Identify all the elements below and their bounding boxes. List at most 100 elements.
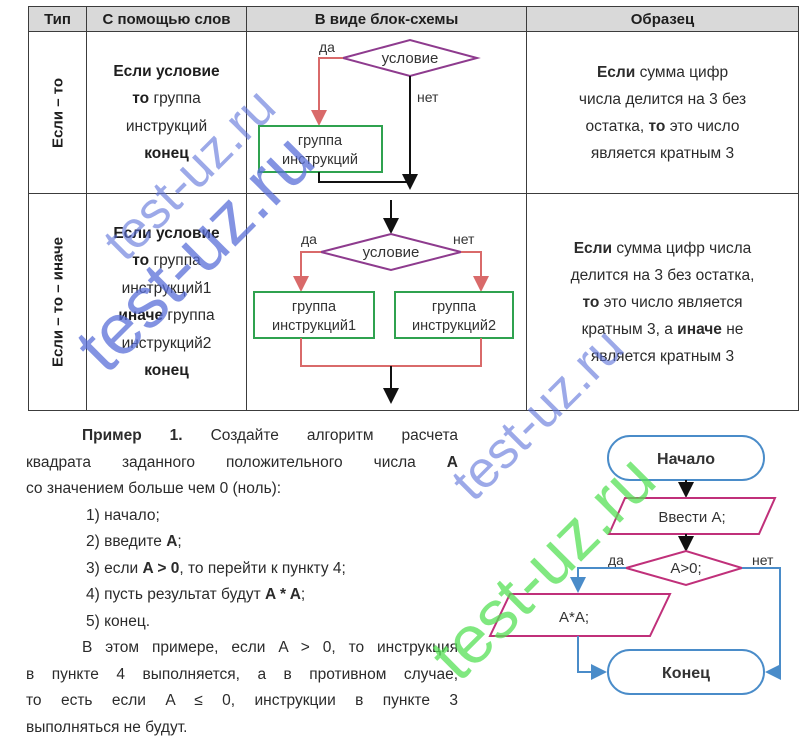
text-line: инструкций1	[87, 275, 246, 303]
bold-text: A > 0	[142, 559, 180, 577]
merge-line	[318, 172, 410, 184]
text-run: инструкций2	[121, 334, 212, 352]
block1-line-2: инструкций1	[272, 318, 356, 334]
bold-text: то	[582, 293, 600, 311]
example-flowchart: Начало Ввести A; A>0; да нет A*A; Конец	[488, 435, 781, 695]
arrow-output-end	[577, 636, 607, 680]
yes-label: да	[301, 231, 317, 247]
text-line: Если сумма цифр	[533, 59, 792, 86]
condition-diamond	[339, 39, 481, 78]
paragraph-line: выполняться не будут.	[26, 715, 458, 742]
text-line: остатка, то это число	[533, 113, 792, 140]
bold-text: Пример 1.	[82, 427, 183, 444]
text-line: числа делится на 3 без	[533, 86, 792, 113]
row2-type-cell: Если – то – иначе	[28, 193, 87, 411]
yes-arrow	[311, 57, 343, 127]
merge-line	[300, 338, 482, 368]
header-diagram: В виде блок-схемы	[246, 5, 527, 33]
text-run: является кратным 3	[590, 347, 735, 365]
text-line: 1) начало;	[86, 503, 458, 530]
if-then-else-flowchart: условие да нет группа инструкций1 группа…	[253, 200, 514, 405]
text-run: не	[721, 320, 744, 338]
bold-text: A * A	[265, 586, 301, 603]
text-run: группа	[149, 90, 201, 108]
output-label: A*A;	[559, 609, 589, 626]
yes-arrow	[293, 251, 321, 293]
text-run: делится на 3 без остатка,	[570, 266, 755, 284]
row2-type: Если – то – иначе	[49, 237, 66, 368]
no-arrow	[461, 251, 489, 293]
text-line: является кратным 3	[533, 343, 792, 370]
text-run: это число является	[599, 293, 743, 311]
text-line: конец	[87, 357, 246, 385]
bold-text: то	[132, 252, 150, 270]
no-label: нет	[417, 89, 439, 105]
text-run: 2) введите	[86, 533, 167, 550]
text-line: Если сумма цифр числа	[533, 235, 792, 262]
text-line: делится на 3 без остатка,	[533, 262, 792, 289]
if-then-flowchart: условие да нет группа инструкций	[258, 39, 481, 191]
text-run: В этом примере, если A > 0, то инструкци…	[82, 639, 458, 656]
text-line: кратным 3, а иначе не	[533, 316, 792, 343]
text-run: группа	[163, 307, 215, 325]
bold-text: Если	[573, 239, 613, 257]
instruction-block-2	[394, 291, 514, 340]
no-label: нет	[752, 552, 774, 568]
block2-line-2: инструкций2	[412, 318, 496, 334]
row2-diagram-cell: условие да нет группа инструкций1 группа…	[246, 193, 527, 411]
text-run: , то перейти к пункту 4;	[179, 559, 346, 577]
row1-diagram-cell: условие да нет группа инструкций	[246, 31, 527, 195]
end-terminal	[607, 649, 765, 695]
text-line: 5) конец.	[86, 609, 458, 636]
input-label: Ввести A;	[658, 509, 725, 526]
paragraph-line: в пункте 4 выполняется, а в противном сл…	[26, 662, 458, 689]
bold-text: Если условие	[113, 62, 220, 80]
text-run: то есть если A ≤ 0, инструкции в пункте …	[26, 692, 458, 709]
text-line: 3) если A > 0, то перейти к пункту 4;	[86, 556, 458, 583]
instruction-block-1	[253, 291, 375, 340]
block1-line-1: группа	[292, 299, 337, 315]
example-steps: 1) начало;2) введите A;3) если A > 0, то…	[26, 503, 458, 636]
text-run: в пункте 4 выполняется, а в противном сл…	[26, 665, 458, 683]
text-run: со значением больше чем 0 (ноль):	[26, 480, 282, 497]
text-line: инструкций2	[87, 330, 246, 358]
bold-text: иначе	[118, 307, 164, 325]
text-run: выполняться не будут.	[26, 718, 188, 736]
text-run: сумма цифр	[635, 63, 729, 81]
block-line-1: группа	[298, 133, 343, 149]
text-line: Если условие	[87, 58, 246, 86]
text-line: 4) пусть результат будут A * A;	[86, 582, 458, 609]
block-line-2: инструкций	[282, 152, 358, 168]
row1-type-cell: Если – то	[28, 31, 87, 195]
instruction-block	[258, 125, 383, 174]
text-run: сумма цифр числа	[612, 239, 752, 257]
header-sample: Образец	[526, 5, 799, 33]
text-run: числа делится на 3 без	[578, 90, 747, 108]
paragraph-line: В этом примере, если A > 0, то инструкци…	[26, 635, 458, 662]
yes-label: да	[319, 39, 335, 55]
condition-label: A>0;	[670, 560, 701, 577]
header-words: С помощью слов	[86, 5, 247, 33]
yes-label: да	[608, 552, 624, 568]
paragraph-line: то есть если A ≤ 0, инструкции в пункте …	[26, 688, 458, 715]
text-line: инструкций	[87, 113, 246, 141]
bold-text: конец	[144, 362, 189, 380]
block2-line-1: группа	[432, 299, 477, 315]
bold-text: конец	[144, 145, 189, 163]
text-run: это число	[665, 117, 740, 135]
text-run: является кратным 3	[590, 144, 735, 162]
example-outro: В этом примере, если A > 0, то инструкци…	[26, 635, 458, 741]
text-run: группа	[149, 252, 201, 270]
bold-text: A	[446, 453, 458, 471]
text-run: остатка,	[585, 117, 649, 135]
table-header-row: Тип С помощью слов В виде блок-схемы Обр…	[28, 5, 799, 33]
text-run: 4) пусть результат будут	[86, 586, 266, 603]
algorithm-types-table: Тип С помощью слов В виде блок-схемы Обр…	[28, 5, 799, 411]
text-run: инструкций	[125, 117, 208, 135]
